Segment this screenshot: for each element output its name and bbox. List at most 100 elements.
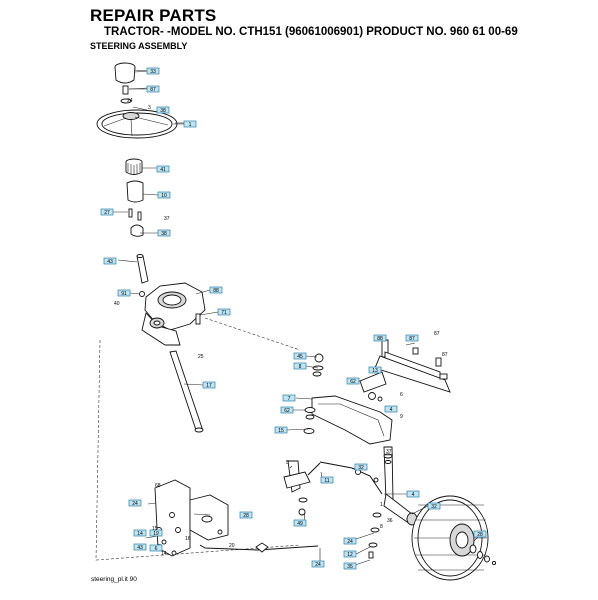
shaft-clamp xyxy=(128,208,144,237)
svg-text:88: 88 xyxy=(377,336,383,342)
upper-steering-shaft xyxy=(136,254,149,284)
callout: 87 xyxy=(146,85,160,93)
svg-text:12: 12 xyxy=(347,552,353,558)
model-product-line: TRACTOR- -MODEL NO. CTH151 (96061006901)… xyxy=(104,26,518,38)
callout: 87 xyxy=(405,334,419,342)
callout: 49 xyxy=(293,519,307,527)
steering-bushing xyxy=(126,180,144,203)
svg-text:24: 24 xyxy=(132,501,138,507)
svg-text:38: 38 xyxy=(160,108,166,114)
callout: 24 xyxy=(311,560,325,568)
part-label: 16 xyxy=(185,536,191,542)
callout: 28 xyxy=(473,530,487,538)
spline-adapter xyxy=(125,158,143,175)
callout: 41 xyxy=(156,165,170,173)
svg-text:11: 11 xyxy=(324,478,329,484)
part-label: 87 xyxy=(434,331,440,337)
pivot-bracket xyxy=(154,479,229,557)
part-label: 9 xyxy=(400,414,403,420)
svg-text:62: 62 xyxy=(350,379,356,385)
svg-text:43: 43 xyxy=(137,545,143,551)
callout: 10 xyxy=(157,191,171,199)
dashed-guide-lines xyxy=(95,317,301,561)
svg-text:43: 43 xyxy=(107,259,113,265)
steering-wheel xyxy=(96,109,186,139)
part-label: 37 xyxy=(386,449,392,455)
callout: 24 xyxy=(343,537,357,545)
callout: 28 xyxy=(239,511,253,519)
svg-text:7: 7 xyxy=(288,396,291,402)
callout: 88 xyxy=(209,286,223,294)
callout: 11 xyxy=(320,476,334,484)
callout: 15 xyxy=(274,426,288,434)
svg-text:8: 8 xyxy=(299,364,302,370)
svg-text:87: 87 xyxy=(409,336,415,342)
callout: 8 xyxy=(293,362,307,370)
part-label: 37 xyxy=(164,216,170,222)
callout: 32 xyxy=(427,502,441,510)
svg-text:17: 17 xyxy=(206,383,212,389)
svg-text:88: 88 xyxy=(213,288,219,294)
callout: 6 xyxy=(149,544,163,552)
steering-cap xyxy=(114,62,149,84)
callout: 13 xyxy=(368,366,382,374)
steering-shaft-lower xyxy=(169,350,204,433)
part-label: 15 xyxy=(152,526,158,532)
part-label: 3 xyxy=(148,105,151,111)
callout: 62 xyxy=(280,406,294,414)
axle-bracket-bolts xyxy=(312,339,451,393)
part-label: 68 xyxy=(155,483,161,489)
svg-text:19: 19 xyxy=(153,531,159,537)
file-code: steering_pl.it 90 xyxy=(91,576,137,583)
callout: 24 xyxy=(128,499,142,507)
svg-text:27: 27 xyxy=(104,210,110,216)
tie-rod xyxy=(307,461,383,495)
svg-text:4: 4 xyxy=(412,492,415,498)
svg-text:49: 49 xyxy=(297,521,303,527)
svg-text:24: 24 xyxy=(347,539,353,545)
part-label: 24 xyxy=(127,98,133,104)
drag-link xyxy=(199,542,319,553)
callout: 32 xyxy=(354,463,368,471)
part-label: 14 xyxy=(161,551,167,557)
right-spindle xyxy=(372,446,418,526)
callout: 38 xyxy=(156,106,170,114)
callout: 17 xyxy=(202,381,216,389)
callout: 62 xyxy=(346,377,360,385)
svg-text:13: 13 xyxy=(372,368,378,374)
part-label: 5 xyxy=(286,460,289,466)
callout: 91 xyxy=(117,289,131,297)
svg-text:14: 14 xyxy=(137,531,143,537)
part-label: 20 xyxy=(229,543,235,549)
callout: 1 xyxy=(183,120,197,128)
wheel-hardware xyxy=(469,544,497,566)
svg-text:35: 35 xyxy=(347,564,353,570)
callout: 38 xyxy=(157,229,171,237)
steering-gear-housing xyxy=(139,282,206,346)
callout: 4 xyxy=(384,405,398,413)
page-title: REPAIR PARTS xyxy=(90,6,217,25)
svg-text:4: 4 xyxy=(390,407,393,413)
callout: 12 xyxy=(343,550,357,558)
svg-text:45: 45 xyxy=(297,354,303,360)
svg-text:62: 62 xyxy=(284,408,290,414)
left-steering-arm xyxy=(283,460,311,516)
steering-bolt xyxy=(120,85,149,104)
part-label: 40 xyxy=(114,301,120,307)
front-wheel xyxy=(411,495,489,581)
callout: 35 xyxy=(343,562,357,570)
svg-text:41: 41 xyxy=(160,167,166,173)
callout: 71 xyxy=(217,308,231,316)
svg-text:28: 28 xyxy=(243,513,249,519)
front-axle-beam xyxy=(303,395,393,445)
part-label: 6 xyxy=(400,392,403,398)
svg-text:71: 71 xyxy=(221,310,227,316)
axle-spacer xyxy=(359,371,387,402)
callout: 88 xyxy=(373,334,387,342)
svg-text:32: 32 xyxy=(358,465,364,471)
svg-text:91: 91 xyxy=(121,291,127,297)
svg-text:1: 1 xyxy=(189,122,192,128)
callout: 14 xyxy=(133,529,147,537)
